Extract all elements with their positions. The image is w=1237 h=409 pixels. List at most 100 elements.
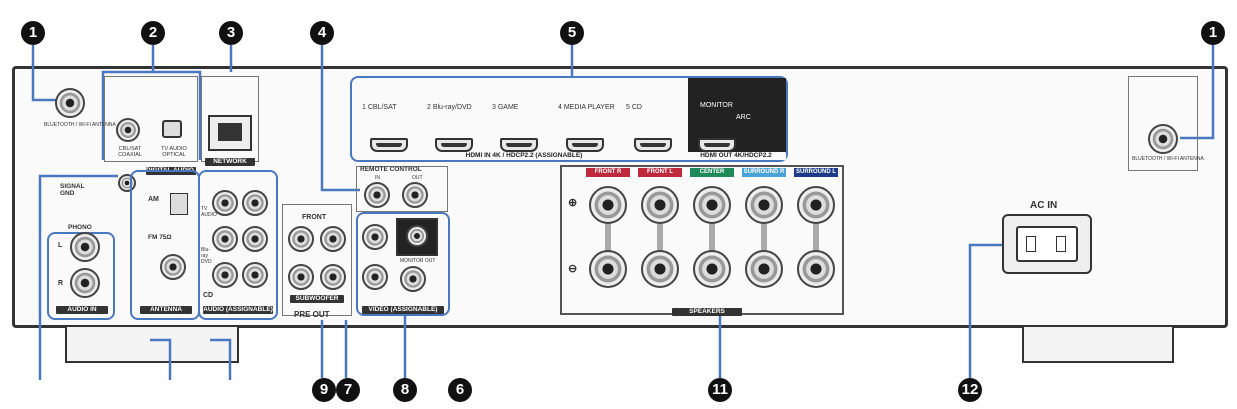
callout-1-right: 1 bbox=[1201, 21, 1225, 45]
video-assignable-highlight bbox=[356, 212, 450, 316]
callout-12: 12 bbox=[958, 378, 982, 402]
speaker-minus-terminal[interactable] bbox=[641, 250, 679, 288]
video-bd-jack[interactable] bbox=[362, 264, 388, 290]
optical-jack[interactable] bbox=[162, 120, 182, 138]
audio-bd-l-jack[interactable] bbox=[212, 226, 238, 252]
audio-tv-l-jack[interactable] bbox=[212, 190, 238, 216]
speaker-plus-terminal[interactable] bbox=[745, 186, 783, 224]
monitor-out-jack[interactable] bbox=[406, 225, 428, 247]
monitor-label: MONITOR bbox=[700, 102, 733, 109]
right-foot bbox=[1022, 327, 1174, 363]
plus-sign-icon: ⊕ bbox=[568, 197, 578, 209]
bt-antenna-label-left: BLUETOOTH / WI-FI ANTENNA bbox=[44, 122, 116, 128]
remote-in-label: IN bbox=[375, 175, 380, 181]
coaxial-label: CBL/SAT COAXIAL bbox=[118, 146, 142, 158]
coaxial-jack[interactable] bbox=[116, 118, 140, 142]
audio-cd-label: CD bbox=[203, 292, 214, 299]
callout-2: 2 bbox=[141, 21, 165, 45]
speaker-link-bar bbox=[761, 210, 767, 270]
wireless-antenna-connector-right[interactable] bbox=[1148, 124, 1178, 154]
am-terminal[interactable] bbox=[170, 193, 188, 215]
audio-cd-r-jack[interactable] bbox=[242, 262, 268, 288]
phono-r-jack[interactable] bbox=[70, 268, 100, 298]
speaker-minus-terminal[interactable] bbox=[589, 250, 627, 288]
hdmi-out-port[interactable] bbox=[698, 138, 736, 152]
pre-out-label: PRE OUT bbox=[294, 310, 330, 319]
fm-label: FM 75Ω bbox=[148, 234, 172, 241]
digital-audio-group bbox=[104, 76, 198, 162]
pre-out-front-l-jack[interactable] bbox=[288, 226, 314, 252]
hdmi-in-port-1[interactable] bbox=[370, 138, 408, 152]
callout-4: 4 bbox=[310, 21, 334, 45]
hdmi-in-label: 2 Blu-ray/DVD bbox=[427, 104, 472, 111]
wireless-antenna-connector-left[interactable] bbox=[55, 88, 85, 118]
speaker-plus-terminal[interactable] bbox=[797, 186, 835, 224]
speaker-minus-terminal[interactable] bbox=[745, 250, 783, 288]
ethernet-port[interactable] bbox=[208, 115, 252, 151]
bt-antenna-label-right: BLUETOOTH / WI-FI ANTENNA bbox=[1132, 156, 1204, 162]
arc-label: ARC bbox=[736, 114, 751, 121]
callout-11: 11 bbox=[708, 378, 732, 402]
antenna-plate: ANTENNA bbox=[140, 306, 192, 314]
video-mediaplayer-jack[interactable] bbox=[400, 266, 426, 292]
audio-assignable-plate: AUDIO (ASSIGNABLE) bbox=[203, 306, 273, 314]
callout-7: 7 bbox=[336, 378, 360, 402]
pre-out-front-r-jack[interactable] bbox=[320, 226, 346, 252]
speaker-plus-terminal[interactable] bbox=[693, 186, 731, 224]
hdmi-highlight bbox=[350, 76, 788, 162]
ac-in-label: AC IN bbox=[1030, 200, 1058, 211]
callout-9: 9 bbox=[312, 378, 336, 402]
speaker-plus-terminal[interactable] bbox=[589, 186, 627, 224]
speaker-channel-label: CENTER bbox=[690, 168, 734, 177]
phono-r-label: R bbox=[58, 280, 64, 287]
callout-8: 8 bbox=[393, 378, 417, 402]
video-tv-jack[interactable] bbox=[362, 224, 388, 250]
speakers-plate: SPEAKERS bbox=[672, 308, 742, 316]
monitor-out-label: MONITOR OUT bbox=[400, 258, 436, 264]
speaker-minus-terminal[interactable] bbox=[693, 250, 731, 288]
callout-1-left: 1 bbox=[21, 21, 45, 45]
hdmi-in-port-2[interactable] bbox=[435, 138, 473, 152]
audio-tv-label: TV AUDIO bbox=[201, 206, 217, 218]
audio-tv-r-jack[interactable] bbox=[242, 190, 268, 216]
speaker-minus-terminal[interactable] bbox=[797, 250, 835, 288]
phono-label: PHONO bbox=[68, 224, 92, 231]
hdmi-out-plate: HDMI OUT 4K/HDCP2.2 bbox=[686, 152, 786, 160]
speaker-link-bar bbox=[657, 210, 663, 270]
callout-5: 5 bbox=[560, 21, 584, 45]
hdmi-in-port-3[interactable] bbox=[500, 138, 538, 152]
audio-bd-r-jack[interactable] bbox=[242, 226, 268, 252]
ac-inlet[interactable] bbox=[1002, 214, 1092, 274]
speaker-link-bar bbox=[813, 210, 819, 270]
remote-control-group bbox=[356, 166, 448, 212]
audio-in-plate: AUDIO IN bbox=[56, 306, 108, 314]
speaker-channel-label: SURROUND R bbox=[742, 168, 786, 177]
hdmi-in-label: 5 CD bbox=[626, 104, 642, 111]
speaker-link-bar bbox=[605, 210, 611, 270]
remote-in-jack[interactable] bbox=[364, 182, 390, 208]
audio-bluray-label: Blu-ray DVD bbox=[201, 247, 212, 265]
network-plate: NETWORK bbox=[205, 158, 255, 166]
remote-out-jack[interactable] bbox=[402, 182, 428, 208]
hdmi-in-label: 3 GAME bbox=[492, 104, 519, 111]
am-label: AM bbox=[148, 196, 159, 203]
front-label: FRONT bbox=[302, 214, 327, 221]
subwoofer-plate: SUBWOOFER bbox=[290, 295, 344, 303]
subwoofer-1-jack[interactable] bbox=[288, 264, 314, 290]
fm-jack[interactable] bbox=[160, 254, 186, 280]
remote-out-label: OUT bbox=[412, 175, 423, 181]
speaker-link-bar bbox=[709, 210, 715, 270]
hdmi-in-label: 4 MEDIA PLAYER bbox=[558, 104, 615, 111]
phono-l-jack[interactable] bbox=[70, 232, 100, 262]
audio-cd-l-jack[interactable] bbox=[212, 262, 238, 288]
hdmi-in-port-4[interactable] bbox=[566, 138, 604, 152]
hdmi-in-plate: HDMI IN 4K / HDCP2.2 (ASSIGNABLE) bbox=[430, 152, 618, 160]
subwoofer-2-jack[interactable] bbox=[320, 264, 346, 290]
remote-control-label: REMOTE CONTROL bbox=[360, 166, 422, 173]
hdmi-in-port-5[interactable] bbox=[634, 138, 672, 152]
monitor-out-block bbox=[396, 218, 438, 256]
left-foot bbox=[65, 327, 239, 363]
speaker-plus-terminal[interactable] bbox=[641, 186, 679, 224]
audio-assignable-highlight bbox=[198, 170, 278, 320]
